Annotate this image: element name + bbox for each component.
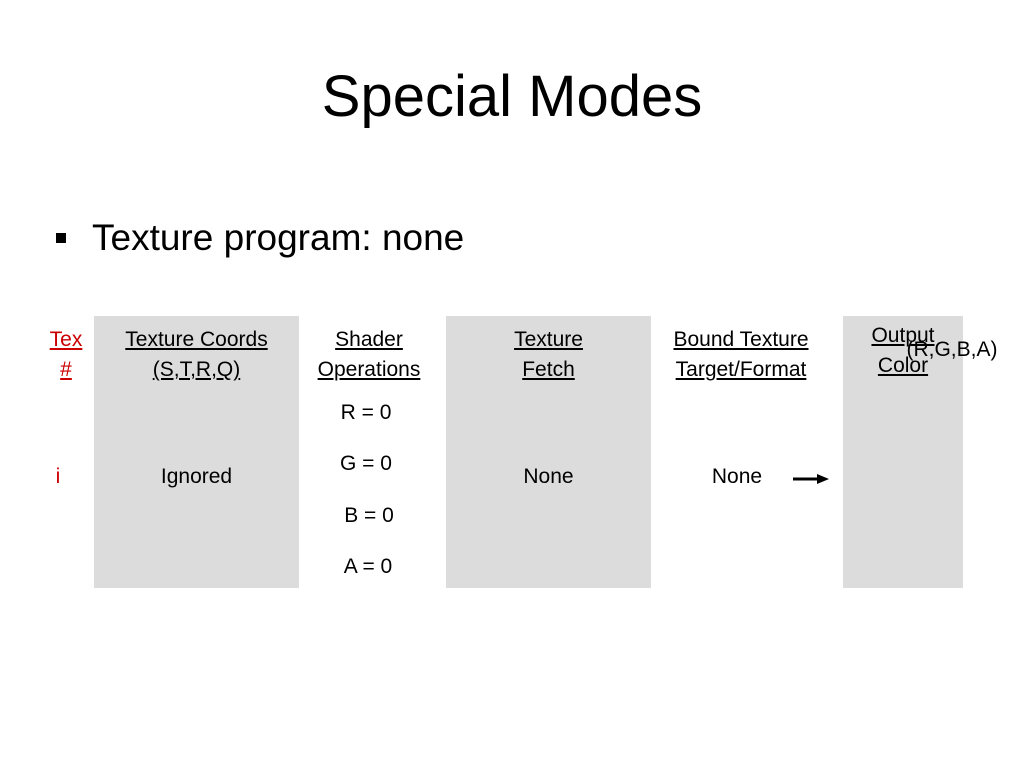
band-output-color [843,316,963,588]
rgba-label: (R,G,B,A) [906,338,998,361]
bullet-text: Texture program: none [92,217,465,258]
row-bound-texture: None [711,465,763,488]
header-tex-number: Tex # [49,328,83,381]
header-bound-texture: Bound Texture Target/Format [673,328,809,381]
slide-title: Special Modes [321,64,703,129]
header-texture-coords: Texture Coords (S,T,R,Q) [125,328,268,381]
shader-op-g: G = 0 [340,452,392,475]
row-texture-coords: Ignored [160,465,233,488]
shader-op-a: A = 0 [343,555,393,578]
bullet-item: Texture program: none [56,216,464,260]
header-output-color: Output Color [871,324,935,377]
band-texture-coords [94,316,299,588]
header-texture-fetch: Texture Fetch [514,328,583,381]
header-shader-operations: Shader Operations [317,328,421,381]
right-arrow-icon [793,474,829,484]
band-texture-fetch [446,316,651,588]
shader-op-b: B = 0 [344,504,394,527]
row-texture-fetch: None [523,465,574,488]
shader-op-r: R = 0 [340,401,392,424]
row-tex-index: i [55,465,61,488]
square-bullet-icon [56,233,66,243]
